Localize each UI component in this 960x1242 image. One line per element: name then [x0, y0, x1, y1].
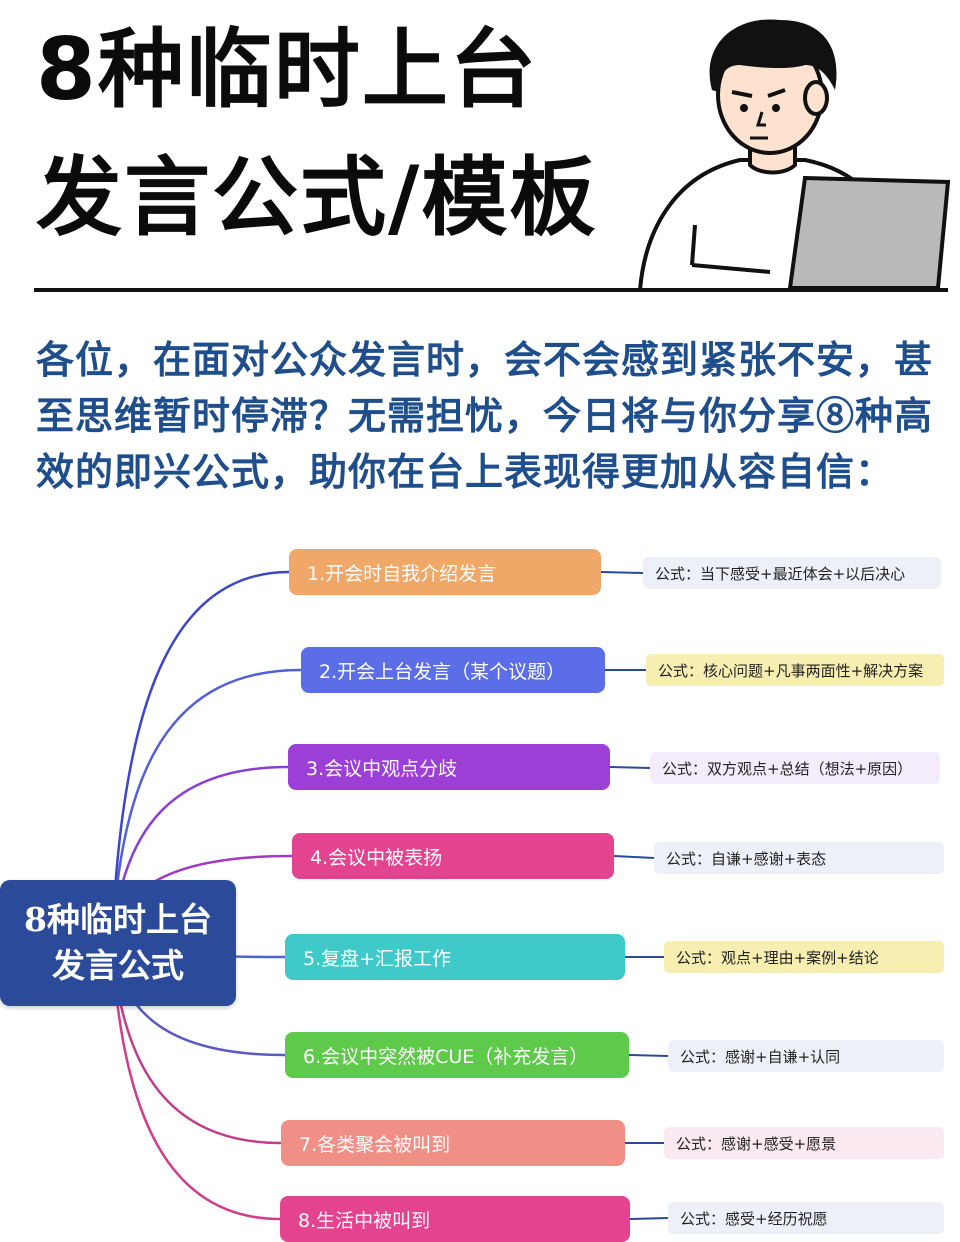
formula-tag-8: 公式：感受+经历祝愿	[668, 1202, 944, 1234]
mindmap-center-node: 8种临时上台 发言公式	[0, 880, 236, 1006]
title-divider	[34, 288, 948, 292]
person-with-laptop-illustration	[637, 19, 950, 292]
formula-tag-5: 公式：观点+理由+案例+结论	[664, 941, 944, 973]
formula-tag-3: 公式：双方观点+总结（想法+原因）	[650, 752, 940, 784]
branch-node-7: 7.各类聚会被叫到	[281, 1120, 625, 1166]
branch-node-6: 6.会议中突然被CUE（补充发言）	[285, 1032, 629, 1078]
intro-line: 效的即兴公式，助你在台上表现得更加从容自信：	[36, 449, 895, 494]
branch-node-3: 3.会议中观点分歧	[288, 744, 610, 790]
formula-link-line	[628, 1054, 669, 1057]
intro-line: 各位，在面对公众发言时，会不会感到紧张不安，甚	[36, 337, 934, 382]
formula-tag-1: 公式：当下感受+最近体会+以后决心	[643, 557, 941, 589]
formula-tag-2: 公式：核心问题+凡事两面性+解决方案	[646, 654, 944, 686]
branch-node-8: 8.生活中被叫到	[280, 1196, 630, 1242]
formula-tag-4: 公式：自谦+感谢+表态	[654, 842, 944, 874]
formula-tag-6: 公式：感谢+自谦+认同	[668, 1040, 944, 1072]
branch-node-4: 4.会议中被表扬	[292, 833, 614, 879]
formula-link-line	[609, 766, 651, 769]
page-title-line2: 发言公式/模板	[36, 148, 598, 248]
branch-node-5: 5.复盘+汇报工作	[285, 934, 625, 980]
connector-curve	[110, 668, 302, 944]
formula-link-line	[600, 571, 644, 574]
connector-curve	[110, 570, 290, 944]
branch-node-1: 1.开会时自我介绍发言	[289, 549, 601, 595]
intro-line: 至思维暂时停滞？无需担忧，今日将与你分享⑧种高	[36, 393, 934, 438]
formula-link-line	[629, 1217, 669, 1220]
center-label-line1: 8种临时上台	[24, 900, 212, 939]
formula-link-line	[613, 855, 655, 859]
branch-node-2: 2.开会上台发言（某个议题）	[301, 647, 605, 693]
formula-tag-7: 公式：感谢+感受+愿景	[664, 1127, 944, 1159]
page-title-line1: 8种临时上台	[36, 20, 538, 120]
connector-curve	[110, 942, 281, 1221]
intro-paragraph: 各位，在面对公众发言时，会不会感到紧张不安，甚 至思维暂时停滞？无需担忧，今日将…	[36, 332, 934, 500]
center-label-line2: 发言公式	[52, 946, 184, 985]
